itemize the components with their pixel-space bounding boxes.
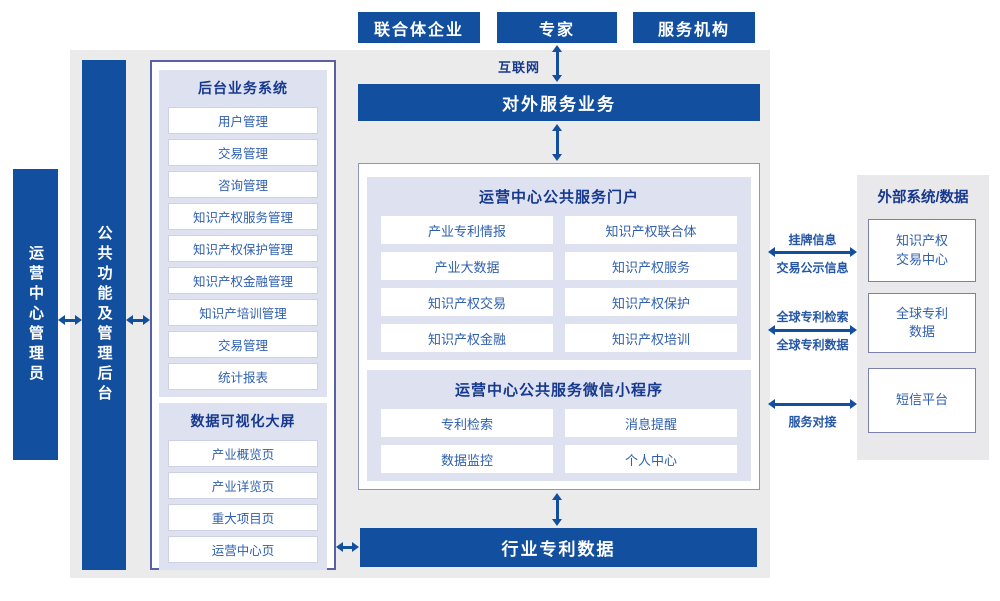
list-item: 用户管理: [168, 107, 318, 134]
dataviz-section: 数据可视化大屏 产业概览页 产业详览页 重大项目页 运营中心页: [159, 403, 327, 570]
dataviz-title: 数据可视化大屏: [190, 413, 296, 429]
arrow-global-patent-icon: [768, 324, 857, 336]
global-patent-data-label: 全球专利数据: [776, 338, 849, 352]
portal-items-grid: 产业专利情报 知识产权联合体 产业大数据 知识产权服务 知识产权交易 知识产权保…: [381, 216, 737, 352]
miniprogram-item: 专利检索: [381, 409, 553, 437]
entity-label: 联合体企业: [373, 21, 464, 39]
list-item: 重大项目页: [168, 504, 318, 531]
portal-item: 知识产权联合体: [565, 216, 737, 244]
external-box-global-patent-data: 全球专利 数据: [868, 293, 976, 353]
portal-item: 产业大数据: [381, 252, 553, 280]
miniprogram-section: 运营中心公共服务微信小程序 专利检索 消息提醒 数据监控 个人中心: [367, 370, 751, 481]
portal-item: 知识产权服务: [565, 252, 737, 280]
backend-system-section: 后台业务系统 用户管理 交易管理 咨询管理 知识产权服务管理 知识产权保护管理 …: [159, 70, 327, 397]
portal-item: 知识产权交易: [381, 288, 553, 316]
miniprogram-title: 运营中心公共服务微信小程序: [454, 382, 663, 399]
portal-item: 产业专利情报: [381, 216, 553, 244]
list-item: 产业详览页: [168, 472, 318, 499]
miniprogram-item: 个人中心: [565, 445, 737, 473]
list-item: 咨询管理: [168, 171, 318, 198]
external-systems-title: 外部系统/数据: [877, 190, 969, 206]
backend-system-title: 后台业务系统: [198, 80, 288, 96]
entity-box-expert: 专家: [497, 12, 617, 43]
industry-data-bar-label: 行业专利数据: [501, 540, 616, 559]
arrow-backend-panel-icon: [126, 314, 150, 326]
portal-item: 知识产权保护: [565, 288, 737, 316]
list-item: 知识产培训管理: [168, 299, 318, 326]
entity-label: 专家: [538, 21, 575, 39]
industry-data-bar: 行业专利数据: [360, 528, 757, 567]
arrow-panel-industry-icon: [336, 541, 359, 553]
portal-item: 知识产权金融: [381, 324, 553, 352]
list-item: 知识产权服务管理: [168, 203, 318, 230]
list-item: 统计报表: [168, 363, 318, 390]
list-item: 交易管理: [168, 331, 318, 358]
external-service-bar-label: 对外服务业务: [502, 95, 616, 114]
service-connect-label: 服务对接: [788, 415, 837, 429]
portal-section: 运营中心公共服务门户 产业专利情报 知识产权联合体 产业大数据 知识产权服务 知…: [367, 177, 751, 360]
entity-label: 服务机构: [657, 21, 730, 39]
arrow-service-connect-icon: [768, 398, 857, 410]
portal-box: 运营中心公共服务门户 产业专利情报 知识产权联合体 产业大数据 知识产权服务 知…: [358, 163, 760, 490]
list-item: 知识产权保护管理: [168, 235, 318, 262]
external-box-sms-platform: 短信平台: [868, 368, 976, 433]
backend-rail: 公共功能及管理后台: [82, 60, 126, 570]
listing-info-label: 挂牌信息: [788, 233, 837, 247]
backend-panel: 后台业务系统 用户管理 交易管理 咨询管理 知识产权服务管理 知识产权保护管理 …: [150, 60, 336, 570]
list-item: 知识产权金融管理: [168, 267, 318, 294]
portal-title: 运营中心公共服务门户: [478, 189, 639, 206]
arrow-portal-industry-icon: [551, 493, 563, 526]
external-box-ip-trade-center: 知识产权 交易中心: [868, 219, 976, 282]
list-item: 运营中心页: [168, 536, 318, 563]
backend-rail-label: 公共功能及管理后台: [95, 225, 113, 405]
external-service-bar: 对外服务业务: [358, 84, 760, 121]
arrow-admin-backend-icon: [58, 314, 82, 326]
arrow-bar-to-portal-icon: [551, 124, 563, 161]
admin-rail: 运营中心管理员: [13, 169, 58, 460]
admin-rail-label: 运营中心管理员: [27, 244, 44, 385]
internet-label: 互联网: [497, 60, 540, 75]
backend-system-list: 用户管理 交易管理 咨询管理 知识产权服务管理 知识产权保护管理 知识产权金融管…: [168, 107, 318, 390]
external-systems-boxes: 知识产权 交易中心 全球专利 数据 短信平台: [857, 175, 989, 460]
miniprogram-item: 消息提醒: [565, 409, 737, 437]
arrow-internet-icon: [551, 45, 563, 82]
miniprogram-item: 数据监控: [381, 445, 553, 473]
entity-box-agency: 服务机构: [633, 12, 755, 43]
dataviz-list: 产业概览页 产业详览页 重大项目页 运营中心页: [168, 440, 318, 563]
portal-item: 知识产权培训: [565, 324, 737, 352]
arrow-listing-icon: [768, 246, 857, 258]
trade-publicity-label: 交易公示信息: [776, 261, 849, 275]
list-item: 交易管理: [168, 139, 318, 166]
entity-box-consortium: 联合体企业: [358, 12, 480, 43]
list-item: 产业概览页: [168, 440, 318, 467]
global-patent-search-label: 全球专利检索: [776, 310, 849, 324]
miniprogram-items-grid: 专利检索 消息提醒 数据监控 个人中心: [381, 409, 737, 473]
